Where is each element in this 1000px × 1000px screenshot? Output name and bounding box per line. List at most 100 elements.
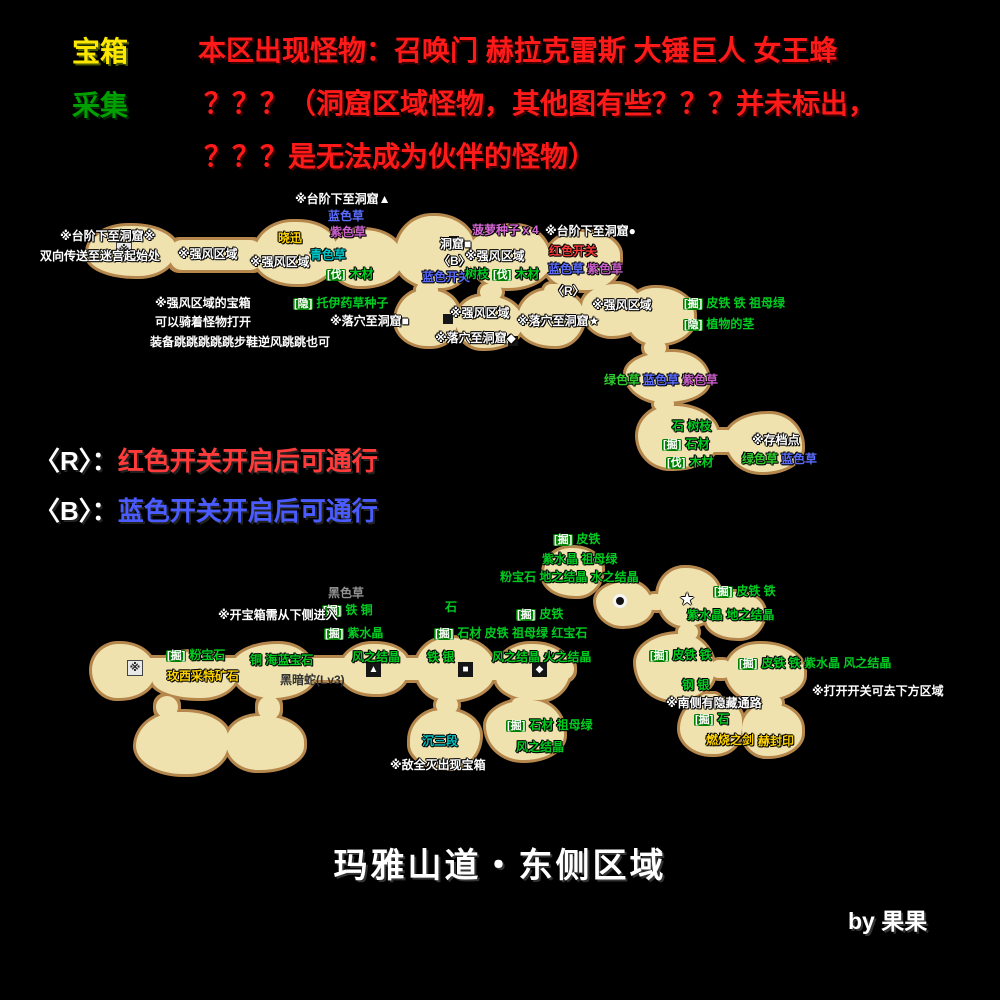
map-label-text: 〈B〉 (438, 254, 471, 268)
map-label: [伐]木材 (326, 267, 373, 282)
map-label: 晓迅 (278, 231, 303, 246)
map-label: 紫水晶 祖母绿 (542, 552, 618, 567)
map-label: [掘]粉宝石 (166, 648, 225, 663)
map-label-text: 皮铁 铁 祖母绿 (706, 296, 785, 310)
map-label: ※强风区域 (178, 247, 238, 262)
map-terrain (410, 710, 480, 768)
map-label: [掘]石 (694, 712, 729, 727)
map-label: 可以骑着怪物打开 (155, 315, 252, 330)
map-terrain (226, 716, 304, 770)
map-label: 风之结晶 (352, 650, 400, 665)
map-label: ※强风区域 (592, 298, 652, 313)
map-terrain (136, 712, 228, 774)
map-label-text: 装备跳跳跳跳跳步鞋逆风跳跳也可 (150, 335, 331, 349)
cave-square-icon: ■ (458, 662, 473, 677)
map-label: [掘]石材 (662, 437, 710, 452)
legend-chest-label: 宝箱 (72, 36, 129, 67)
map-label-text: 菠萝种子ｘ4 (472, 223, 539, 237)
map-label-text: 石材 (685, 437, 710, 451)
map-label-text: 紫水晶 祖母绿 (542, 552, 618, 566)
map-label-text: 皮铁 铁 紫水晶 风之结晶 (761, 656, 892, 670)
map-terrain (518, 290, 584, 346)
map-terrain (742, 704, 802, 756)
map-label-text: 皮铁 (576, 532, 601, 546)
monster-note-line: ？？？是无法成为伙伴的怪物） (204, 141, 597, 172)
map-label-text: 托伊药草种子 (316, 296, 389, 310)
map-label: 风之结晶 火之结晶 (492, 650, 591, 665)
map-terrain (726, 414, 802, 472)
map-label-text: 赫封印 (758, 734, 795, 748)
map-label: ※落穴至洞窟◆ (435, 331, 516, 346)
map-label-text: 树枝 (465, 267, 490, 281)
map-label-text: 皮铁 铁 (736, 584, 776, 598)
map-label-text: 黑色草 (328, 586, 365, 600)
gather-tag-chip: [掘] (662, 439, 683, 451)
map-label: ※台阶下至洞窟▲ (295, 192, 391, 207)
switch-legend-blue: 〈B〉：蓝色开关开启后可通行 (34, 486, 378, 536)
map-label-text: 绿色草 (742, 452, 779, 466)
map-terrain (636, 634, 714, 700)
map-label: 燃烧之剑 (706, 733, 754, 748)
map-label-text: 粉宝石 地之结晶 水之结晶 (500, 570, 639, 584)
map-label-text: ※强风区域 (178, 247, 238, 261)
map-label-text: 铁 铜 (345, 603, 373, 617)
map-label: ※强风区域 (250, 255, 310, 270)
map-label: [掘]皮铁 (516, 607, 563, 622)
map-label-text: ※强风区域 (450, 306, 510, 320)
switch-legend-blue-text: 蓝色开关开启后可通行 (117, 496, 378, 526)
map-label-text: 石 树枝 (672, 419, 712, 433)
map-terrain (626, 352, 708, 402)
map-terrain (232, 644, 314, 698)
gather-tag-chip: [隐] (683, 319, 704, 331)
map-terrain (626, 288, 694, 344)
cave-triangle-icon: ▲ (366, 662, 381, 677)
map-label-text: 皮铁 铁 (672, 648, 712, 662)
map-label-text: 沉三段 (422, 734, 459, 748)
map-label-text: 植物的茎 (706, 317, 755, 331)
gather-tag-chip: [掘] (434, 628, 455, 640)
map-label-text: 蓝色开关 (422, 270, 471, 284)
map-terrain (170, 240, 262, 270)
gather-tag-chip: [掘] (683, 298, 704, 310)
gather-tag-chip: [伐] (666, 457, 687, 469)
map-label: 〈R〉 (552, 284, 585, 299)
map-label: [伐]木材 (666, 455, 713, 470)
map-label: [掘]皮铁 铁 祖母绿 (683, 296, 785, 311)
map-label-text: ※台阶下至洞窟▲ (295, 192, 391, 206)
gather-tag-chip: [掘] (713, 586, 734, 598)
cave-entrance-icon (449, 236, 459, 246)
map-label: ※台阶下至洞窟※ (60, 229, 156, 244)
map-label: ※台阶下至洞窟● (545, 224, 636, 239)
map-label: ※强风区域 (465, 249, 525, 264)
gather-tag-chip: [掘] (322, 605, 343, 617)
map-label: 石 树枝 (672, 419, 712, 434)
map-label-text: 石材 祖母绿 (529, 718, 593, 732)
map-label: [掘]皮铁 铁 (649, 648, 712, 663)
map-label-text: ※台阶下至洞窟※ (60, 229, 156, 243)
map-label: 风之结晶 (516, 740, 564, 755)
map-label-text: ※强风区域 (250, 255, 310, 269)
map-label: 树枝[伐]木材 (465, 267, 540, 282)
map-label: ※存档点 (752, 433, 800, 448)
map-terrain (88, 226, 176, 276)
map-label: 紫水晶 地之结晶 (687, 608, 774, 623)
map-label-text: 蓝色草 (781, 452, 818, 466)
map-label: 蓝色开关 (422, 270, 471, 285)
map-label: [隐]托伊药草种子 (293, 296, 389, 311)
map-label-text: 可以骑着怪物打开 (155, 315, 252, 329)
map-terrain (92, 644, 154, 698)
map-label: 蓝色草 (328, 209, 364, 224)
map-label: ※强风区域 (450, 306, 510, 321)
gather-tag-chip: [掘] (738, 658, 759, 670)
map-label-text: ※存档点 (752, 433, 800, 447)
map-label-text: 木材 (515, 267, 540, 281)
map-label-text: 双向传送至迷宫起始处 (40, 249, 161, 263)
map-label: 洞窟■ (440, 237, 471, 252)
map-label-text: ※落穴至洞窟◆ (435, 331, 516, 345)
gather-tag-chip: [掘] (694, 714, 715, 726)
switch-legend: 〈R〉：红色开关开启后可通行 〈B〉：蓝色开关开启后可通行 (34, 436, 378, 536)
map-label-text: 晓迅 (278, 231, 303, 245)
map-terrain (544, 548, 602, 596)
map-label-text: ※开宝箱需从下侧进入 (218, 608, 338, 622)
